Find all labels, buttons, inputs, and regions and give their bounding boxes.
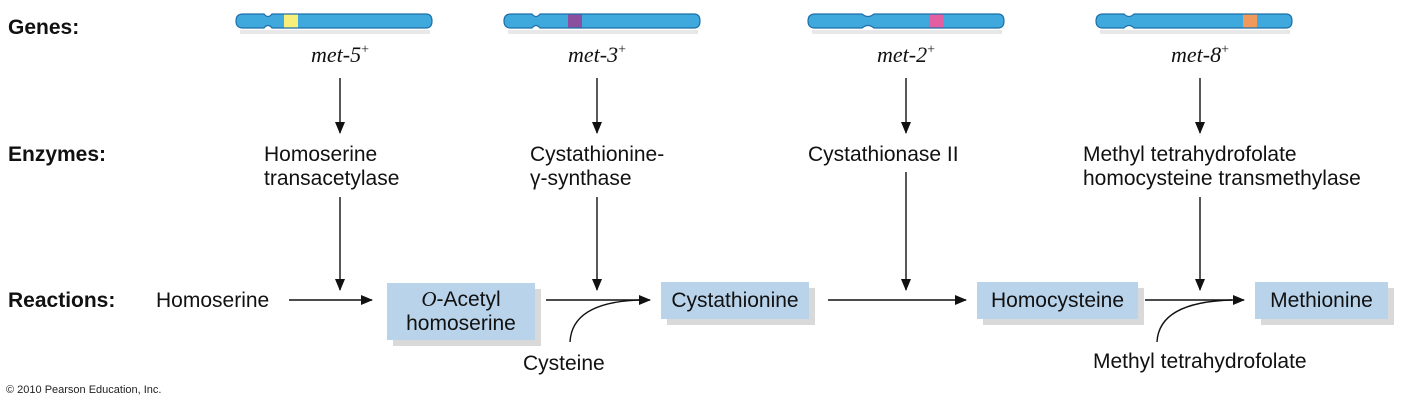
metabolite-o-acetyl-homoserine: O-Acetyl homoserine <box>387 283 535 340</box>
reactions-row-label: Reactions: <box>8 289 116 312</box>
chromosome-met-3 <box>503 13 701 34</box>
metabolite-line: homoserine <box>406 312 516 335</box>
gene-superscript: + <box>618 42 626 58</box>
genes-row-label: Genes: <box>8 16 80 39</box>
enzyme-line: Methyl tetrahydrofolate <box>1083 143 1297 166</box>
gene-name: met-8 <box>1171 42 1222 67</box>
metabolite-methionine: Methionine <box>1255 282 1388 319</box>
gene-name: met-3 <box>568 42 619 67</box>
cosubstrate-cysteine: Cysteine <box>523 352 605 375</box>
metabolite-text: -Acetyl <box>436 288 501 311</box>
enzyme-cystathionine-synthase: Cystathionine- γ-synthase <box>530 143 664 191</box>
enzyme-line: Cystathionase II <box>808 143 959 166</box>
gene-label-met-8: met-8+ <box>1171 42 1229 68</box>
gene-superscript: + <box>927 42 935 58</box>
copyright-notice: © 2010 Pearson Education, Inc. <box>6 384 162 396</box>
metabolite-text: Methionine <box>1270 288 1373 312</box>
chromosome-met-2 <box>807 13 1005 34</box>
chromosome-met-5 <box>235 13 433 34</box>
gene-label-met-2: met-2+ <box>877 42 935 68</box>
gene-superscript: + <box>1221 42 1229 58</box>
enzyme-transmethylase: Methyl tetrahydrofolate homocysteine tra… <box>1083 143 1361 191</box>
cosubstrate-methyl-tetrahydrofolate: Methyl tetrahydrofolate <box>1093 350 1307 373</box>
enzyme-line: Cystathionine- <box>530 143 665 166</box>
enzyme-line: Homoserine <box>264 143 378 166</box>
gene-label-met-3: met-3+ <box>568 42 626 68</box>
enzymes-row-label: Enzymes: <box>8 143 107 166</box>
gene-name: met-2 <box>877 42 928 67</box>
metabolite-line: O-Acetyl <box>421 287 500 312</box>
gene-label-met-5: met-5+ <box>311 42 369 68</box>
o-prefix: O <box>421 287 437 311</box>
substrate-homoserine: Homoserine <box>156 289 270 312</box>
methyl-thf-input-curve <box>1156 299 1233 343</box>
gene-superscript: + <box>361 42 369 58</box>
metabolite-homocysteine: Homocysteine <box>977 282 1138 319</box>
enzyme-line: transacetylase <box>264 167 400 190</box>
metabolite-cystathionine: Cystathionine <box>661 282 809 319</box>
enzyme-line: homocysteine transmethylase <box>1083 167 1361 190</box>
metabolite-text: Homocysteine <box>990 288 1125 312</box>
metabolite-text: Cystathionine <box>671 288 799 312</box>
cysteine-input-curve <box>569 299 641 343</box>
enzyme-cystathionase-ii: Cystathionase II <box>808 143 959 167</box>
gene-name: met-5 <box>311 42 362 67</box>
chromosome-met-8 <box>1095 13 1293 34</box>
enzyme-homoserine-transacetylase: Homoserine transacetylase <box>264 143 399 191</box>
enzyme-line: γ-synthase <box>530 167 632 190</box>
